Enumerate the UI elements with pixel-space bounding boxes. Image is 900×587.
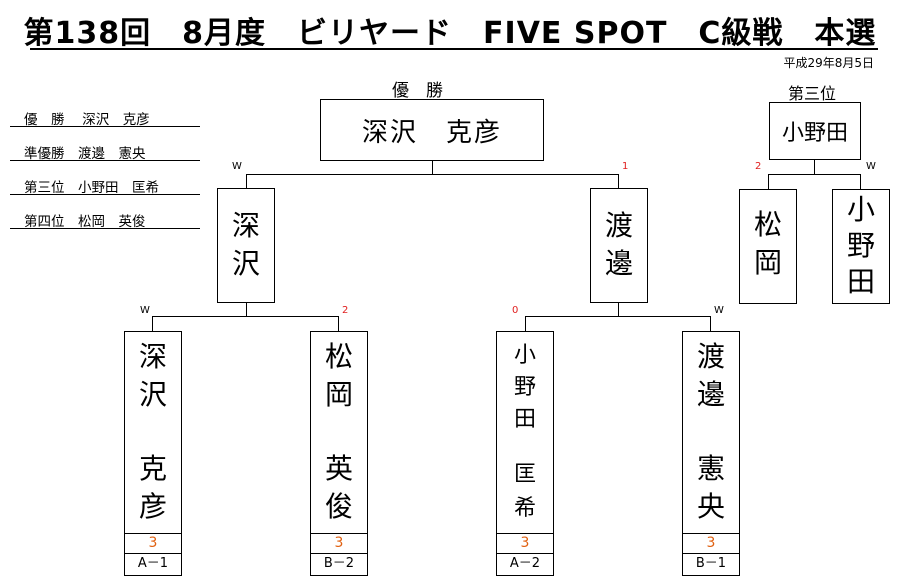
name-char: 邊 <box>604 247 633 280</box>
champion-box: 深沢 克彦 <box>320 99 544 161</box>
name-char: 憲 <box>696 452 725 485</box>
name-top: 渡 邊 <box>683 338 739 414</box>
event-date: 平成29年8月5日 <box>783 56 874 70</box>
result-text: 優 勝 深沢 克彦 <box>24 112 150 128</box>
name-top: 松 岡 <box>311 338 367 414</box>
name-char: 野 <box>846 229 875 262</box>
name-char: 田 <box>846 265 875 298</box>
result-text: 準優勝 渡邊 憲央 <box>24 146 146 162</box>
name-char: 渡 <box>604 209 633 242</box>
bracket-line <box>246 303 247 317</box>
r1-tag-3: 0 <box>512 305 519 316</box>
bracket-line <box>618 303 619 317</box>
results-list: 優 勝 深沢 克彦 準優勝 渡邊 憲央 第三位 小野田 匡希 第四位 松岡 英俊 <box>10 104 200 240</box>
score: 3 <box>311 533 367 552</box>
name-char: 邊 <box>696 378 725 411</box>
name-char: 松 <box>753 208 782 241</box>
name-char: 岡 <box>753 246 782 279</box>
name-char: 小 <box>846 193 875 226</box>
name-char: 沢 <box>231 247 260 280</box>
seed: A－2 <box>497 553 553 573</box>
result-text: 第三位 小野田 匡希 <box>24 180 159 196</box>
r1-tag-1: W <box>140 305 150 316</box>
bracket-line <box>768 174 861 175</box>
result-row-third: 第三位 小野田 匡希 <box>10 172 200 206</box>
third-right-box: 小 野 田 <box>832 189 890 304</box>
name-bottom: 英 俊 <box>311 450 367 526</box>
seed: B－2 <box>311 553 367 573</box>
name-char: 沢 <box>138 378 167 411</box>
bracket-line <box>338 316 339 331</box>
bracket-line <box>525 316 711 317</box>
name-char: 深 <box>138 340 167 373</box>
semi-left-box: 深 沢 <box>217 188 275 303</box>
r1-tag-2: 2 <box>342 305 349 316</box>
champion-label: 優 勝 <box>392 81 443 101</box>
score: 3 <box>683 533 739 552</box>
page-title: 第138回 8月度 ビリヤード FIVE SPOT C級戦 本選 <box>23 16 877 51</box>
r1-box-4: 渡 邊 憲 央 3 B－1 <box>682 331 740 576</box>
bracket-line <box>860 174 861 189</box>
bracket-line <box>768 174 769 189</box>
r1-box-2: 松 岡 英 俊 3 B－2 <box>310 331 368 576</box>
result-row-fourth: 第四位 松岡 英俊 <box>10 206 200 240</box>
title-underline <box>30 48 878 50</box>
name-char: 小 <box>513 343 536 368</box>
result-row-champion: 優 勝 深沢 克彦 <box>10 104 200 138</box>
bracket-line <box>246 174 619 175</box>
seed: A－1 <box>125 553 181 573</box>
bracket-line <box>432 161 433 175</box>
third-place-winner-box: 小野田 <box>769 102 861 160</box>
name-char: 希 <box>513 496 536 521</box>
name-char: 深 <box>231 209 260 242</box>
name-char: 田 <box>513 407 536 432</box>
name-char: 松 <box>324 340 353 373</box>
seed: B－1 <box>683 553 739 573</box>
name-char: 俊 <box>324 490 353 523</box>
bracket-line <box>525 316 526 331</box>
score: 3 <box>125 533 181 552</box>
bracket-line <box>246 174 247 188</box>
name-char: 匡 <box>513 462 536 487</box>
name-char: 渡 <box>696 340 725 373</box>
name-bottom: 憲 央 <box>683 450 739 526</box>
semi-right-tag: 1 <box>622 161 629 172</box>
name-bottom: 克 彦 <box>125 450 181 526</box>
champion-name: 深沢 克彦 <box>361 117 502 148</box>
third-place-label: 第三位 <box>788 84 837 103</box>
third-left-box: 松 岡 <box>739 189 797 304</box>
result-text: 第四位 松岡 英俊 <box>24 214 146 230</box>
bracket-line <box>710 316 711 331</box>
third-right-tag: W <box>866 161 876 172</box>
semi-left-tag: W <box>232 161 242 172</box>
name-char: 野 <box>513 375 536 400</box>
name-char: 岡 <box>324 378 353 411</box>
name-top: 小 野 田 <box>497 340 553 436</box>
name-char: 央 <box>696 490 725 523</box>
result-row-runner-up: 準優勝 渡邊 憲央 <box>10 138 200 172</box>
r1-box-3: 小 野 田 匡 希 3 A－2 <box>496 331 554 576</box>
bracket-line <box>618 174 619 188</box>
semi-right-box: 渡 邊 <box>590 188 648 303</box>
r1-tag-4: W <box>714 305 724 316</box>
score: 3 <box>497 533 553 552</box>
third-place-winner-name: 小野田 <box>781 121 848 146</box>
name-char: 彦 <box>138 490 167 523</box>
r1-box-1: 深 沢 克 彦 3 A－1 <box>124 331 182 576</box>
name-char: 克 <box>138 452 167 485</box>
third-left-tag: 2 <box>755 161 762 172</box>
bracket-line <box>152 316 339 317</box>
bracket-line <box>152 316 153 331</box>
name-char: 英 <box>324 452 353 485</box>
bracket-line <box>814 160 815 174</box>
name-top: 深 沢 <box>125 338 181 414</box>
name-bottom: 匡 希 <box>497 458 553 526</box>
